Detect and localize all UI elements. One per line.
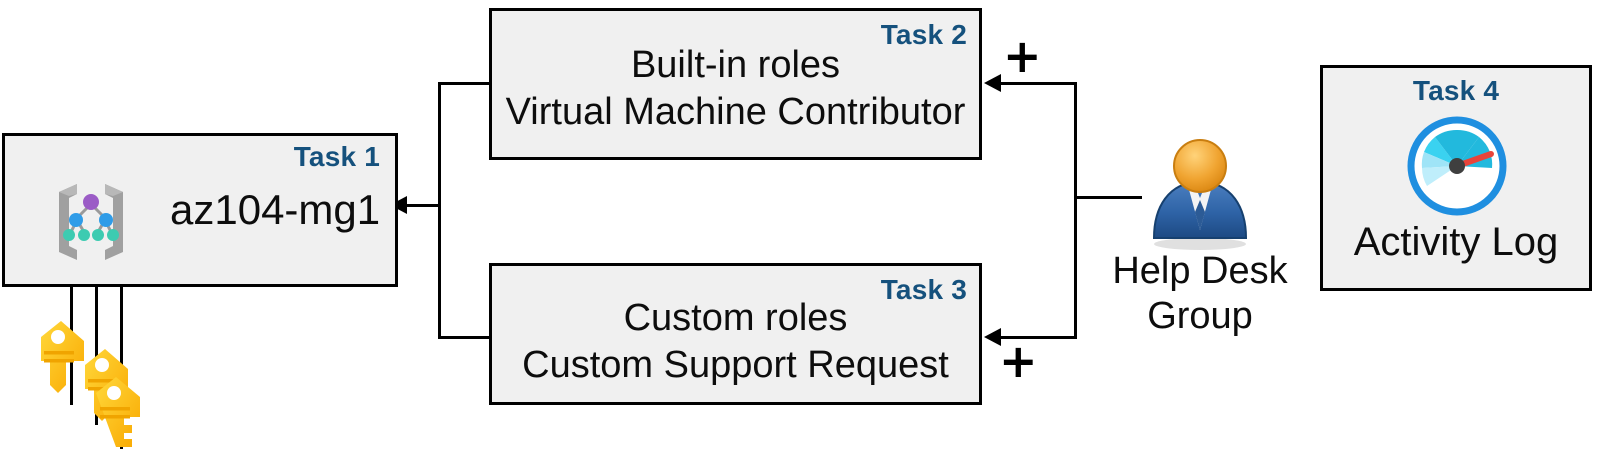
key-arrow-shaft-3 [120,222,123,449]
connector-right-spine [1074,82,1077,339]
management-group-icon [47,176,139,268]
task3-tag: Task 3 [880,274,967,305]
plus-sign-bottom: + [999,334,1038,388]
task3-line-2: Custom Support Request [522,344,949,386]
task2-tag: Task 2 [880,19,967,50]
connector-left-spine [438,82,441,339]
activity-log-gauge-icon [1407,116,1507,216]
task1-tag: Task 1 [293,141,380,172]
connector-spine-to-task1 [405,204,441,207]
arrowhead-into-task2 [984,74,1001,92]
task3-line-1: Custom roles [623,297,848,339]
connector-rightspine-to-task2 [1000,82,1077,85]
plus-sign-top: + [1003,29,1042,83]
connector-task3-to-spine [438,336,491,339]
actor-label-line1: Help Desk [1112,250,1288,292]
user-group-person-icon [1140,138,1260,253]
task2-box[interactable]: Task 2 Built-in roles Virtual Machine Co… [489,8,982,160]
task2-line-2: Virtual Machine Contributor [505,91,966,133]
arrowhead-into-task3 [984,328,1001,346]
task3-box[interactable]: Task 3 Custom roles Custom Support Reque… [489,263,982,405]
actor-label-line2: Group [1147,295,1253,337]
task1-box[interactable]: Task 1 az104-m [2,133,398,287]
keys-icon [26,305,156,449]
key-arrow-shaft-1 [70,205,73,405]
task4-box[interactable]: Task 4 Activity Log [1320,65,1592,291]
key-arrow-shaft-2 [95,205,98,425]
connector-rightspine-to-task3 [1000,336,1077,339]
task4-tag: Task 4 [1412,75,1500,106]
task2-line-1: Built-in roles [630,44,841,86]
connector-task2-to-spine [438,82,491,85]
task4-line-1: Activity Log [1353,220,1559,264]
connector-person-to-rightspine [1074,196,1142,199]
task1-line-1: az104-mg1 [170,186,381,233]
